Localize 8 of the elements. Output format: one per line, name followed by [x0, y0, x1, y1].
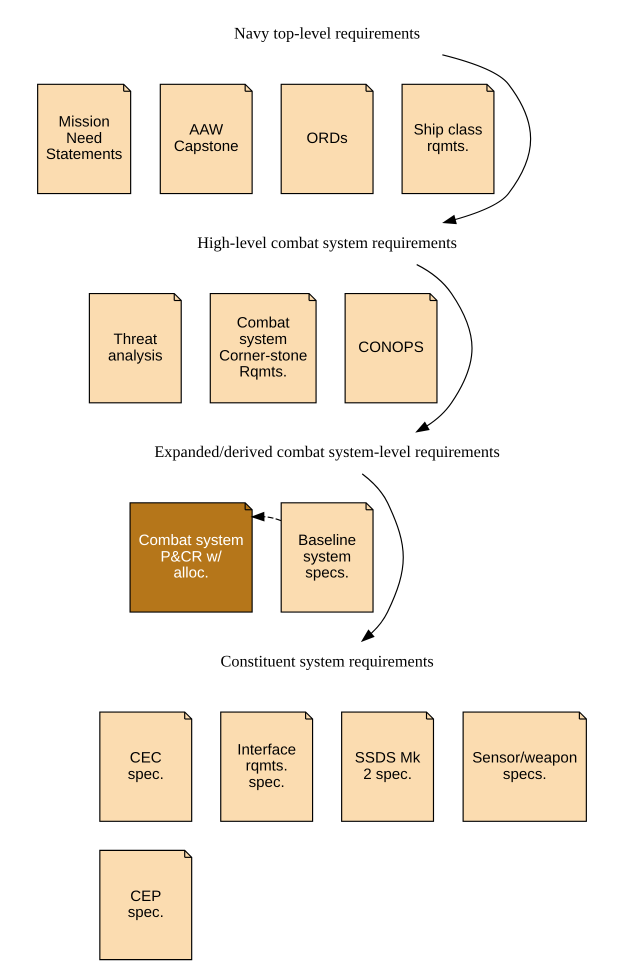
node-text: Constituent system requirements — [220, 652, 434, 670]
node-text: Navy top-level requirements — [234, 24, 420, 43]
arrow — [442, 54, 531, 224]
arrow — [414, 264, 472, 433]
arrow — [360, 473, 404, 642]
arrow — [250, 512, 281, 522]
node-text: High-level combat system requirements — [196, 234, 456, 252]
node-text: Expanded/derived combat system-level requirements — [154, 443, 500, 462]
